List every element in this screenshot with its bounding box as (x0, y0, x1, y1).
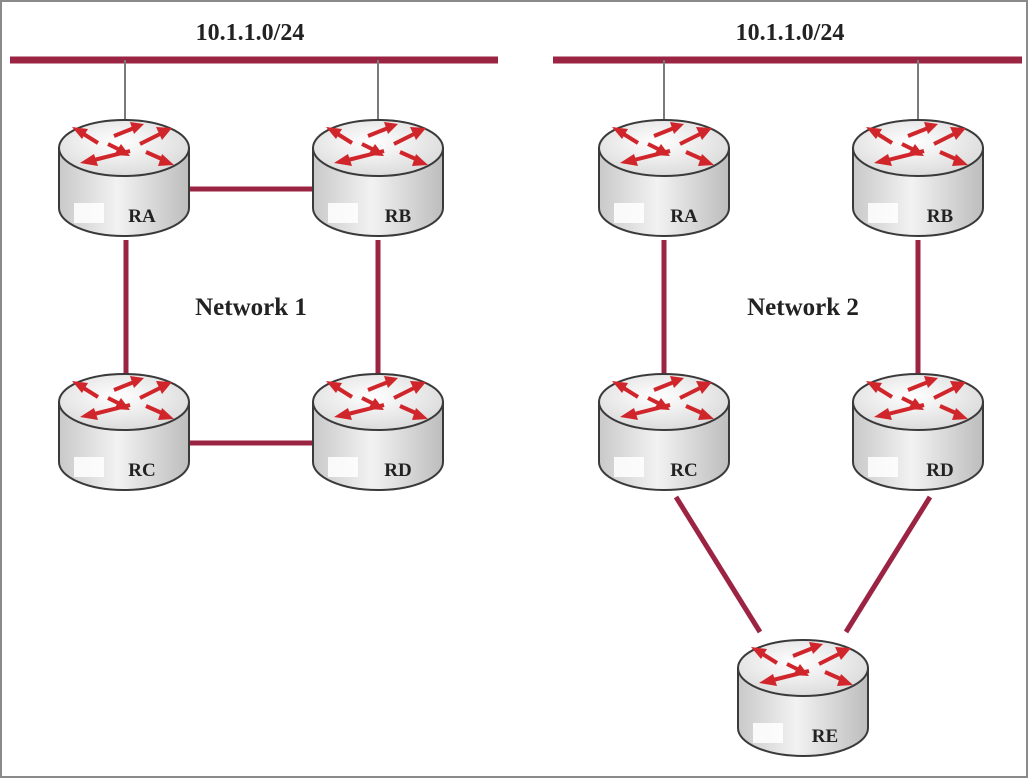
router-nameplate (74, 203, 104, 223)
router-label-rd-2: RD (926, 460, 953, 481)
router-label-rc-1: RC (128, 460, 155, 481)
router-label-ra-2: RA (670, 206, 698, 227)
router-rc-1: RC (57, 372, 191, 492)
router-nameplate (868, 203, 898, 223)
router-label-rd-1: RD (384, 460, 411, 481)
router-rc-2: RC (597, 372, 731, 492)
router-re-2: RE (736, 638, 870, 758)
router-ra-2: RA (597, 118, 731, 238)
router-rb-2: RB (851, 118, 985, 238)
network-label-2: Network 2 (747, 294, 859, 321)
subnet-label-2: 10.1.1.0/24 (736, 20, 845, 46)
router-label-re-2: RE (812, 726, 838, 747)
link-rd-re-2 (843, 495, 933, 634)
router-rb-1: RB (311, 118, 445, 238)
router-label-rc-2: RC (670, 460, 697, 481)
router-nameplate (328, 203, 358, 223)
router-nameplate (614, 457, 644, 477)
router-label-ra-1: RA (128, 206, 156, 227)
router-ra-1: RA (57, 118, 191, 238)
router-rd-2: RD (851, 372, 985, 492)
network-label-1: Network 1 (195, 294, 307, 321)
link-rc-re-2 (673, 495, 763, 634)
router-nameplate (868, 457, 898, 477)
router-nameplate (614, 203, 644, 223)
subnet-label-1: 10.1.1.0/24 (196, 20, 305, 46)
router-nameplate (74, 457, 104, 477)
router-label-rb-1: RB (385, 206, 412, 227)
router-nameplate (753, 723, 783, 743)
router-rd-1: RD (311, 372, 445, 492)
router-label-rb-2: RB (927, 206, 954, 227)
router-nameplate (328, 457, 358, 477)
